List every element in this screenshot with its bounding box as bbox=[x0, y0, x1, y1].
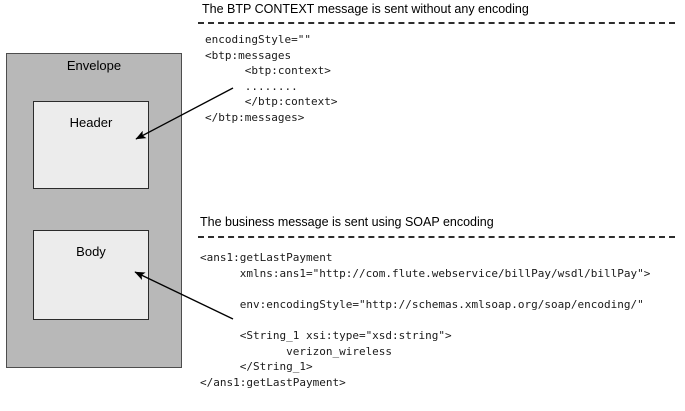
envelope-label: Envelope bbox=[66, 58, 122, 73]
body-box bbox=[33, 230, 149, 320]
section-1-divider bbox=[198, 22, 675, 24]
body-label: Body bbox=[76, 244, 106, 259]
section-2-caption: The business message is sent using SOAP … bbox=[200, 215, 494, 229]
code-line: <btp:context> bbox=[205, 64, 331, 78]
code-line: xmlns:ans1="http://com.flute.webservice/… bbox=[200, 266, 651, 280]
code-line: </ans1:getLastPayment> bbox=[200, 375, 346, 389]
code-line: <ans1:getLastPayment bbox=[200, 251, 333, 264]
code-line: verizon_wireless bbox=[200, 344, 393, 358]
code-line: <String_1 xsi:type="xsd:string"> bbox=[200, 328, 452, 342]
code-line: env:encodingStyle="http://schemas.xmlsoa… bbox=[200, 297, 644, 311]
header-box bbox=[33, 101, 149, 189]
code-line: ........ bbox=[205, 79, 298, 93]
section-2-code: <ans1:getLastPayment xmlns:ans1="http://… bbox=[200, 250, 650, 390]
code-line: <btp:messages bbox=[205, 48, 292, 62]
code-line: </String_1> bbox=[200, 360, 313, 374]
section-1-caption: The BTP CONTEXT message is sent without … bbox=[202, 2, 529, 16]
code-line bbox=[200, 312, 650, 328]
code-line: encodingStyle="" bbox=[205, 33, 311, 46]
code-line: </btp:messages> bbox=[205, 110, 305, 124]
code-line bbox=[200, 281, 650, 297]
section-1-code: encodingStyle="" <btp:messages <btp:conte… bbox=[205, 32, 337, 126]
header-label: Header bbox=[69, 115, 113, 130]
code-line: </btp:context> bbox=[205, 95, 338, 109]
section-2-divider bbox=[198, 236, 675, 238]
